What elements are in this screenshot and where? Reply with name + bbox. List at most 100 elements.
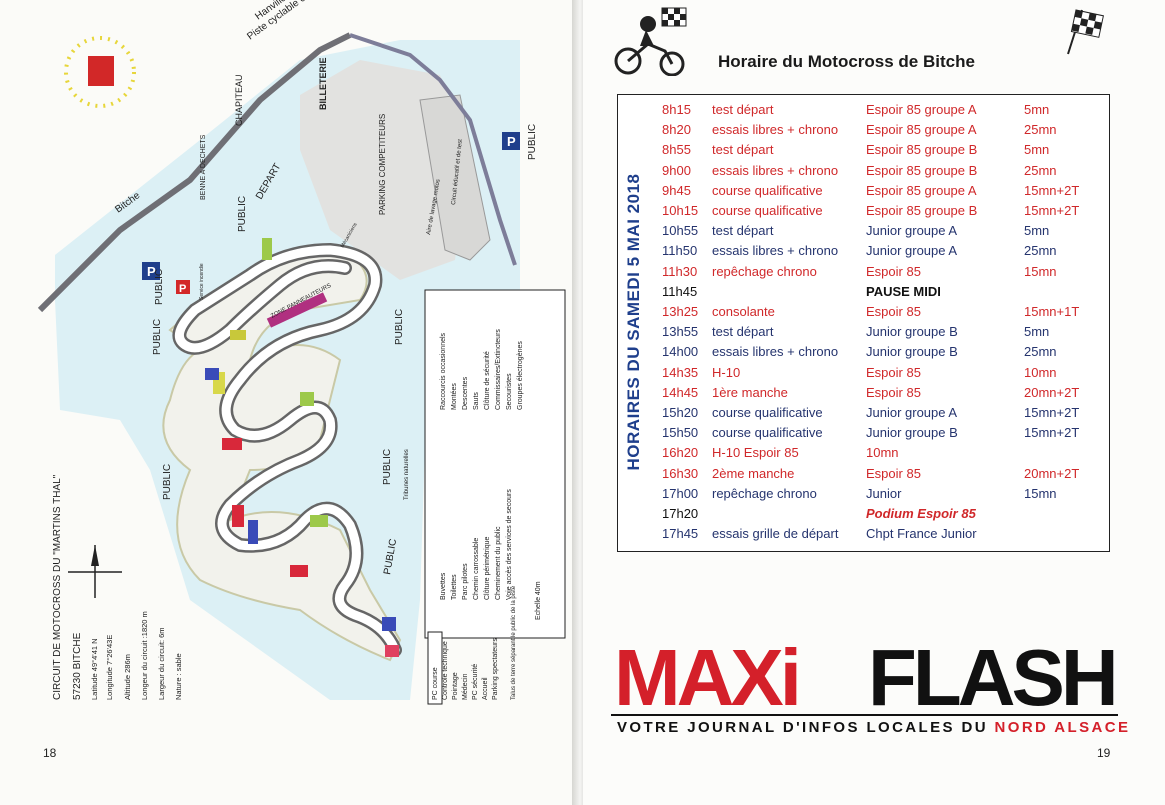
schedule-activity: test départ [712, 142, 774, 158]
schedule-activity: 2ème manche [712, 465, 795, 481]
page-number-right: 19 [1097, 746, 1111, 760]
chapiteau-label: CHAPITEAU [234, 74, 244, 126]
schedule-activity: essais libres + chrono [712, 162, 839, 178]
schedule-duration: 15mn [1024, 263, 1057, 279]
left-page: P P P Piste cyclable carrossable Bitche … [0, 0, 576, 805]
circuit-info: CIRCUIT DE MOTOCROSS DU "MARTINS THAL" 5… [52, 474, 183, 700]
schedule-duration: 15mn+2T [1024, 405, 1080, 420]
schedule-category: Espoir 85 groupe A [866, 102, 977, 117]
schedule-time: 14h35 [662, 364, 699, 380]
schedule-activity: test départ [712, 223, 774, 239]
maxiflash-logo-flash: FLASH [868, 633, 1119, 722]
legend-icon-1: Buvettes [440, 572, 447, 600]
schedule-category: Podium Espoir 85 [866, 506, 976, 521]
tribunes-label: Tribunes naturelles [404, 449, 410, 500]
service-incendie-label: Service incendie [199, 263, 205, 300]
legend-icon-7: Voie accès des services de secours [506, 489, 513, 600]
checkered-flag-icon [1062, 6, 1110, 61]
schedule-duration: 5mn [1024, 324, 1050, 340]
schedule-activity: H-10 [712, 364, 741, 380]
schedule-time: 9h00 [662, 162, 691, 178]
legend-right-3: Descentes [462, 376, 469, 410]
legend-numbers-box [427, 631, 443, 705]
schedule-category: Espoir 85 [866, 304, 921, 319]
schedule-category: Junior groupe A [866, 405, 958, 420]
legend-icon-3: Parc pilotes [462, 563, 469, 600]
schedule-time: 8h55 [662, 142, 691, 158]
svg-text:P: P [507, 134, 516, 149]
schedule-category: Junior groupe B [866, 425, 958, 441]
schedule-time: 8h15 [662, 102, 691, 117]
schedule-duration: 15mn [1024, 485, 1057, 501]
schedule-time: 15h20 [662, 405, 699, 420]
schedule-activity: essais grille de départ [712, 526, 839, 542]
schedule-activity: repêchage chrono [712, 263, 817, 279]
schedule-category: Espoir 85 [866, 263, 921, 279]
legend-num-4: Médecin [462, 673, 469, 700]
schedule-time: 10h55 [662, 223, 699, 239]
maxiflash-tagline: VOTRE JOURNAL D'INFOS LOCALES DU NORD AL… [617, 719, 1130, 736]
schedule-category: 10mn [866, 445, 899, 461]
legend-num-7: Parking spectateurs [492, 638, 499, 700]
legend-num-6: Accueil [482, 677, 489, 700]
schedule-time: 10h15 [662, 203, 699, 218]
legend-right: Raccourcis occasionnels Montées Descente… [440, 329, 524, 410]
public-label-6: PUBLIC [162, 464, 173, 500]
circuit-map: P P P Piste cyclable carrossable Bitche … [37, 0, 566, 705]
schedule-duration: 25mn [1024, 122, 1057, 138]
parking-markers: P P P [142, 132, 520, 295]
schedule-activity: test départ [712, 324, 774, 340]
side-title-text: HORAIRES DU SAMEDI 5 MAI 2018 [624, 173, 643, 471]
motocross-rider-icon [610, 6, 696, 81]
legend-num-2: Contrôle technique [442, 641, 449, 700]
schedule-time: 11h45 [662, 283, 698, 299]
track-segments [205, 238, 399, 657]
legend-talus: Talus de terre séparant le public de la … [511, 585, 517, 700]
public-label-7: PUBLIC [382, 449, 393, 485]
schedule-time: 14h00 [662, 344, 699, 360]
schedule-activity: consolante [712, 304, 775, 319]
circuit-latitude: Latitude 49°4'41 N [90, 638, 99, 700]
schedule-time: 17h00 [662, 485, 699, 501]
schedule-duration: 25mn [1024, 243, 1057, 259]
schedule-duration: 15mn+1T [1024, 304, 1080, 319]
schedule-category: Espoir 85 groupe B [866, 162, 978, 178]
schedule-activity: essais libres + chrono [712, 344, 839, 360]
tagline-prefix: VOTRE JOURNAL D'INFOS LOCALES DU [617, 719, 995, 736]
schedule-duration: 5mn [1024, 102, 1050, 117]
maxiflash-logo-maxi: MAXi [614, 633, 802, 722]
schedule-duration: 15mn+2T [1024, 182, 1080, 198]
logo-divider [611, 714, 1118, 716]
schedule-category: Junior groupe B [866, 344, 958, 360]
echelle-label: Echelle 40m [535, 581, 542, 620]
public-label-3: PUBLIC [237, 196, 248, 232]
road-right [349, 33, 517, 266]
schedule-category: Junior groupe A [866, 243, 958, 259]
public-label-2: PUBLIC [154, 269, 165, 305]
page-number-left: 18 [43, 746, 57, 760]
schedule-duration: 20mn+2T [1024, 465, 1080, 481]
legend-icon-2: Toilettes [451, 574, 458, 600]
schedule-activity: 1ère manche [712, 384, 788, 400]
legend-right-5: Clôture de sécurité [484, 351, 491, 410]
schedule-title: Horaire du Motocross de Bitche [718, 52, 975, 71]
legend-icons: Buvettes Toilettes Parc pilotes Chemin c… [440, 489, 513, 600]
schedule-category: Junior groupe B [866, 324, 958, 340]
tagline-highlight: NORD ALSACE [994, 719, 1131, 736]
svg-text:P: P [179, 283, 186, 295]
schedule-time: 11h30 [662, 263, 698, 279]
schedule-side-title: HORAIRES DU SAMEDI 5 MAI 2018 [617, 94, 651, 550]
track-bed [162, 248, 402, 662]
public-label-4: PUBLIC [152, 319, 163, 355]
circuit-nature: Nature : sable [174, 653, 183, 700]
svg-text:P: P [147, 264, 156, 279]
schedule-activity: course qualificative [712, 405, 823, 420]
legend-num-1: PC course [432, 667, 439, 700]
public-label-5: PUBLIC [394, 309, 405, 345]
schedule-time: 11h50 [662, 243, 698, 259]
schedule-activity: course qualificative [712, 182, 823, 198]
schedule-category: Espoir 85 groupe A [866, 122, 977, 138]
schedule-activity: repêchage chrono [712, 485, 817, 501]
schedule-category: Espoir 85 [866, 384, 921, 400]
schedule-category: Espoir 85 groupe A [866, 182, 977, 198]
